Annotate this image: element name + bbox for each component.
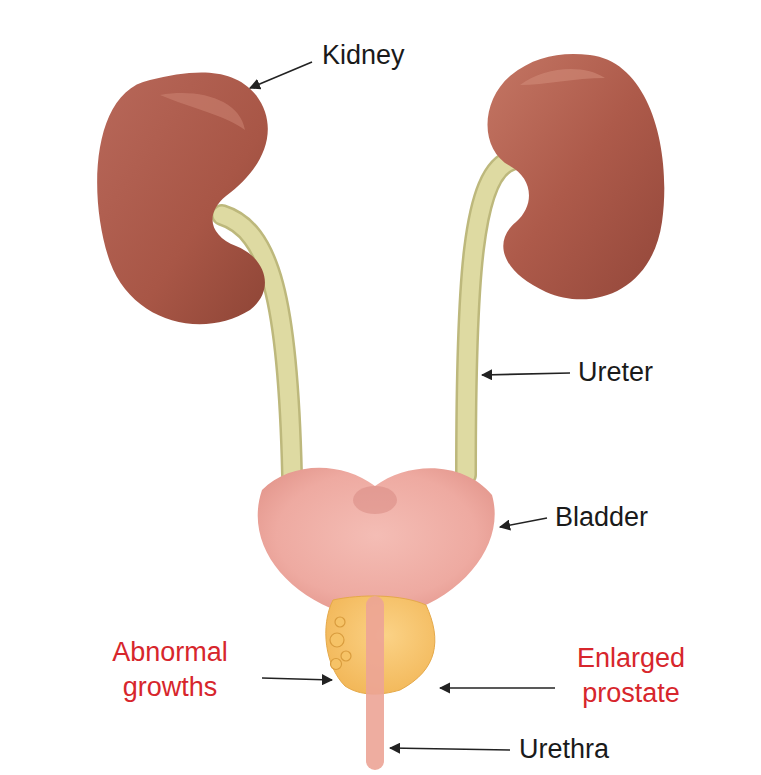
bladder-shading [353, 486, 397, 514]
part-label: Kidney [322, 38, 405, 73]
bladder-shape [258, 468, 495, 618]
right-kidney [488, 54, 665, 299]
part-label: Enlarged prostate [556, 641, 706, 711]
ureter-tubes [222, 160, 512, 475]
part-label: Ureter [578, 355, 653, 390]
abnormal-growth-nodules [330, 617, 351, 670]
right-kidney-highlight [520, 69, 605, 85]
leader-lines [250, 62, 570, 750]
left-kidney [97, 73, 268, 325]
part-label: Abnormal growths [92, 635, 248, 705]
part-label: Urethra [519, 732, 609, 767]
left-kidney-highlight [160, 93, 245, 130]
part-label: Bladder [555, 500, 648, 535]
urethra-tube [366, 596, 384, 770]
